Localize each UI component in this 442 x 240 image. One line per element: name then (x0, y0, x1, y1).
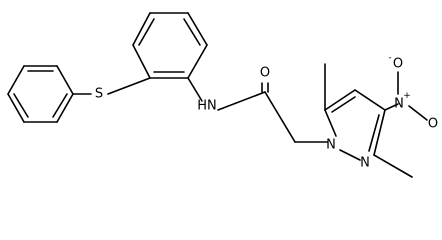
pyrazole-n2-label: N (360, 156, 370, 171)
bond-benzene-nh (187, 77, 203, 102)
pyrazole-n1-label: N (326, 138, 336, 153)
nitro-nitrogen-charge: + (403, 91, 411, 101)
bond-methyl-bottom (373, 154, 413, 178)
bond-carbonyl-ch2 (264, 91, 296, 143)
benzene-ring (132, 12, 208, 79)
bond-nh-carbonyl (217, 91, 266, 111)
nitro-nitrogen-label: N (394, 97, 404, 112)
nitro-oxygen-top-label: O (393, 57, 403, 72)
nitro-oxygen-bottom-label: O (428, 117, 438, 132)
phenyl-ring (7, 65, 74, 123)
pyrazole-ring (324, 89, 386, 161)
molecule-structure: S HN O N N N + O - O (7, 12, 438, 178)
bond-nitro-o-right (408, 105, 428, 121)
sulfur-label: S (95, 87, 103, 102)
bond-s-benzene (107, 77, 151, 95)
amide-nh-label: HN (197, 99, 217, 114)
carbonyl-oxygen-label: O (260, 66, 270, 81)
nitro-oxygen-top-charge: - (388, 53, 391, 63)
bond-nitro (384, 103, 399, 111)
